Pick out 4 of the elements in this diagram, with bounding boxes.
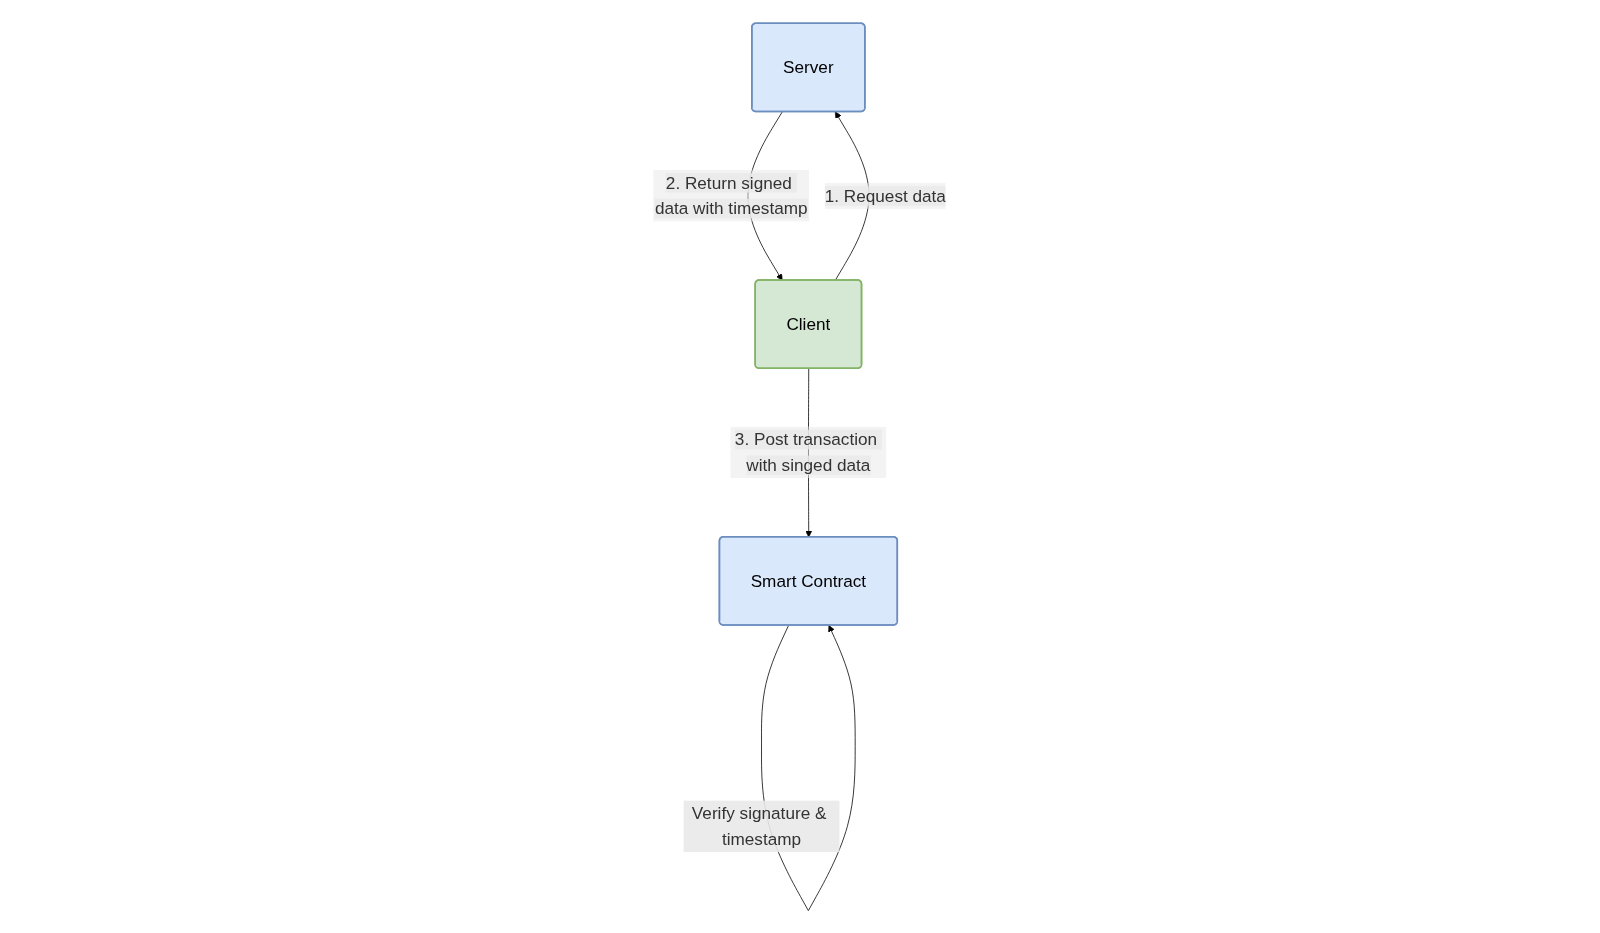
edge-label: 3. Post transaction with singed data — [735, 429, 878, 475]
edge-label: 1. Request data — [825, 185, 947, 206]
edge-label: Verify signature & timestamp — [692, 803, 827, 849]
edge-label: 2. Return signed data with timestamp — [655, 172, 808, 218]
